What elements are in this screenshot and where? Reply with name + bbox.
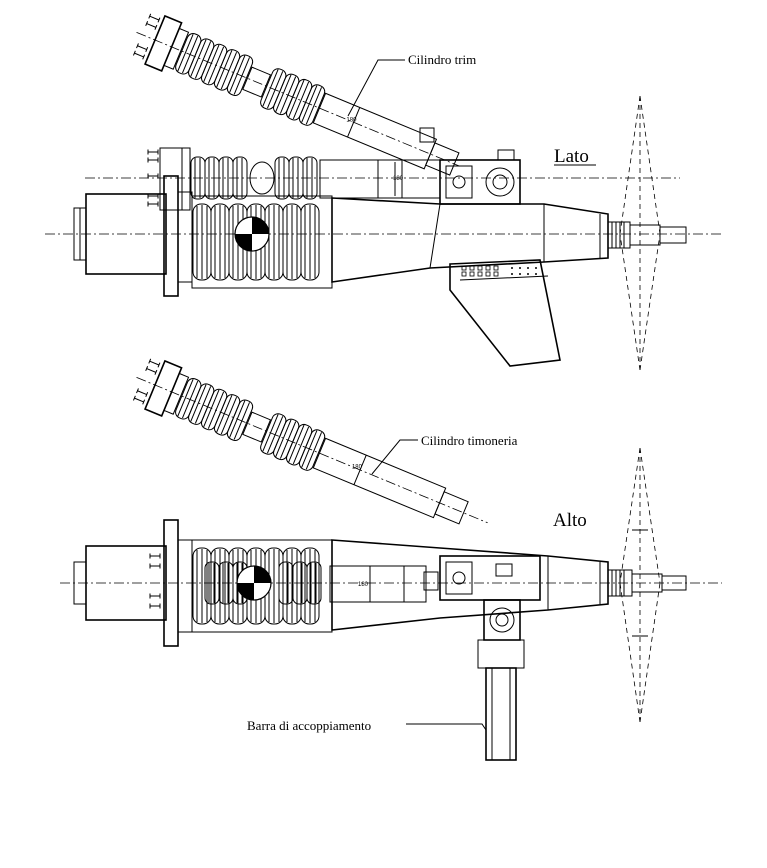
- steering-cylinder-label: Cilindro timoneria: [421, 433, 518, 448]
- side-propeller: [619, 95, 661, 371]
- coupling-bar: [485, 667, 517, 761]
- top-cg-symbol: [236, 565, 272, 601]
- steering-cylinder: 180: [132, 358, 488, 525]
- side-drive-dim: 180: [393, 176, 404, 182]
- top-drive-dim: 180: [358, 582, 369, 588]
- top-drive-cylinder: 180: [204, 561, 427, 605]
- trim-dim: 180: [346, 117, 357, 123]
- side-skeg: [449, 259, 561, 367]
- coupling-bar-label: Barra di accoppiamento: [247, 718, 371, 733]
- side-view: 180: [45, 13, 722, 371]
- trim-cylinder: 180: [132, 13, 461, 176]
- side-cg-symbol: [234, 216, 270, 252]
- top-gimbal-yoke: [423, 555, 541, 669]
- rear-housing: [73, 175, 193, 297]
- side-view-title: Lato: [554, 146, 589, 167]
- trim-leader: [347, 59, 405, 117]
- trim-cylinder-label: Cilindro trim: [408, 52, 476, 67]
- top-view: 180: [60, 358, 722, 761]
- steering-leader: [371, 439, 418, 475]
- steer-dim: 180: [352, 465, 363, 471]
- side-gimbal-yoke: [419, 127, 521, 205]
- top-propeller: [619, 447, 661, 723]
- top-rear-housing: [73, 519, 193, 647]
- top-body: [331, 539, 687, 631]
- coupling-leader: [406, 723, 487, 731]
- side-upper-cylinder: 180: [147, 147, 441, 211]
- top-view-title: Alto: [553, 510, 587, 531]
- side-gimbal-body: [331, 197, 687, 283]
